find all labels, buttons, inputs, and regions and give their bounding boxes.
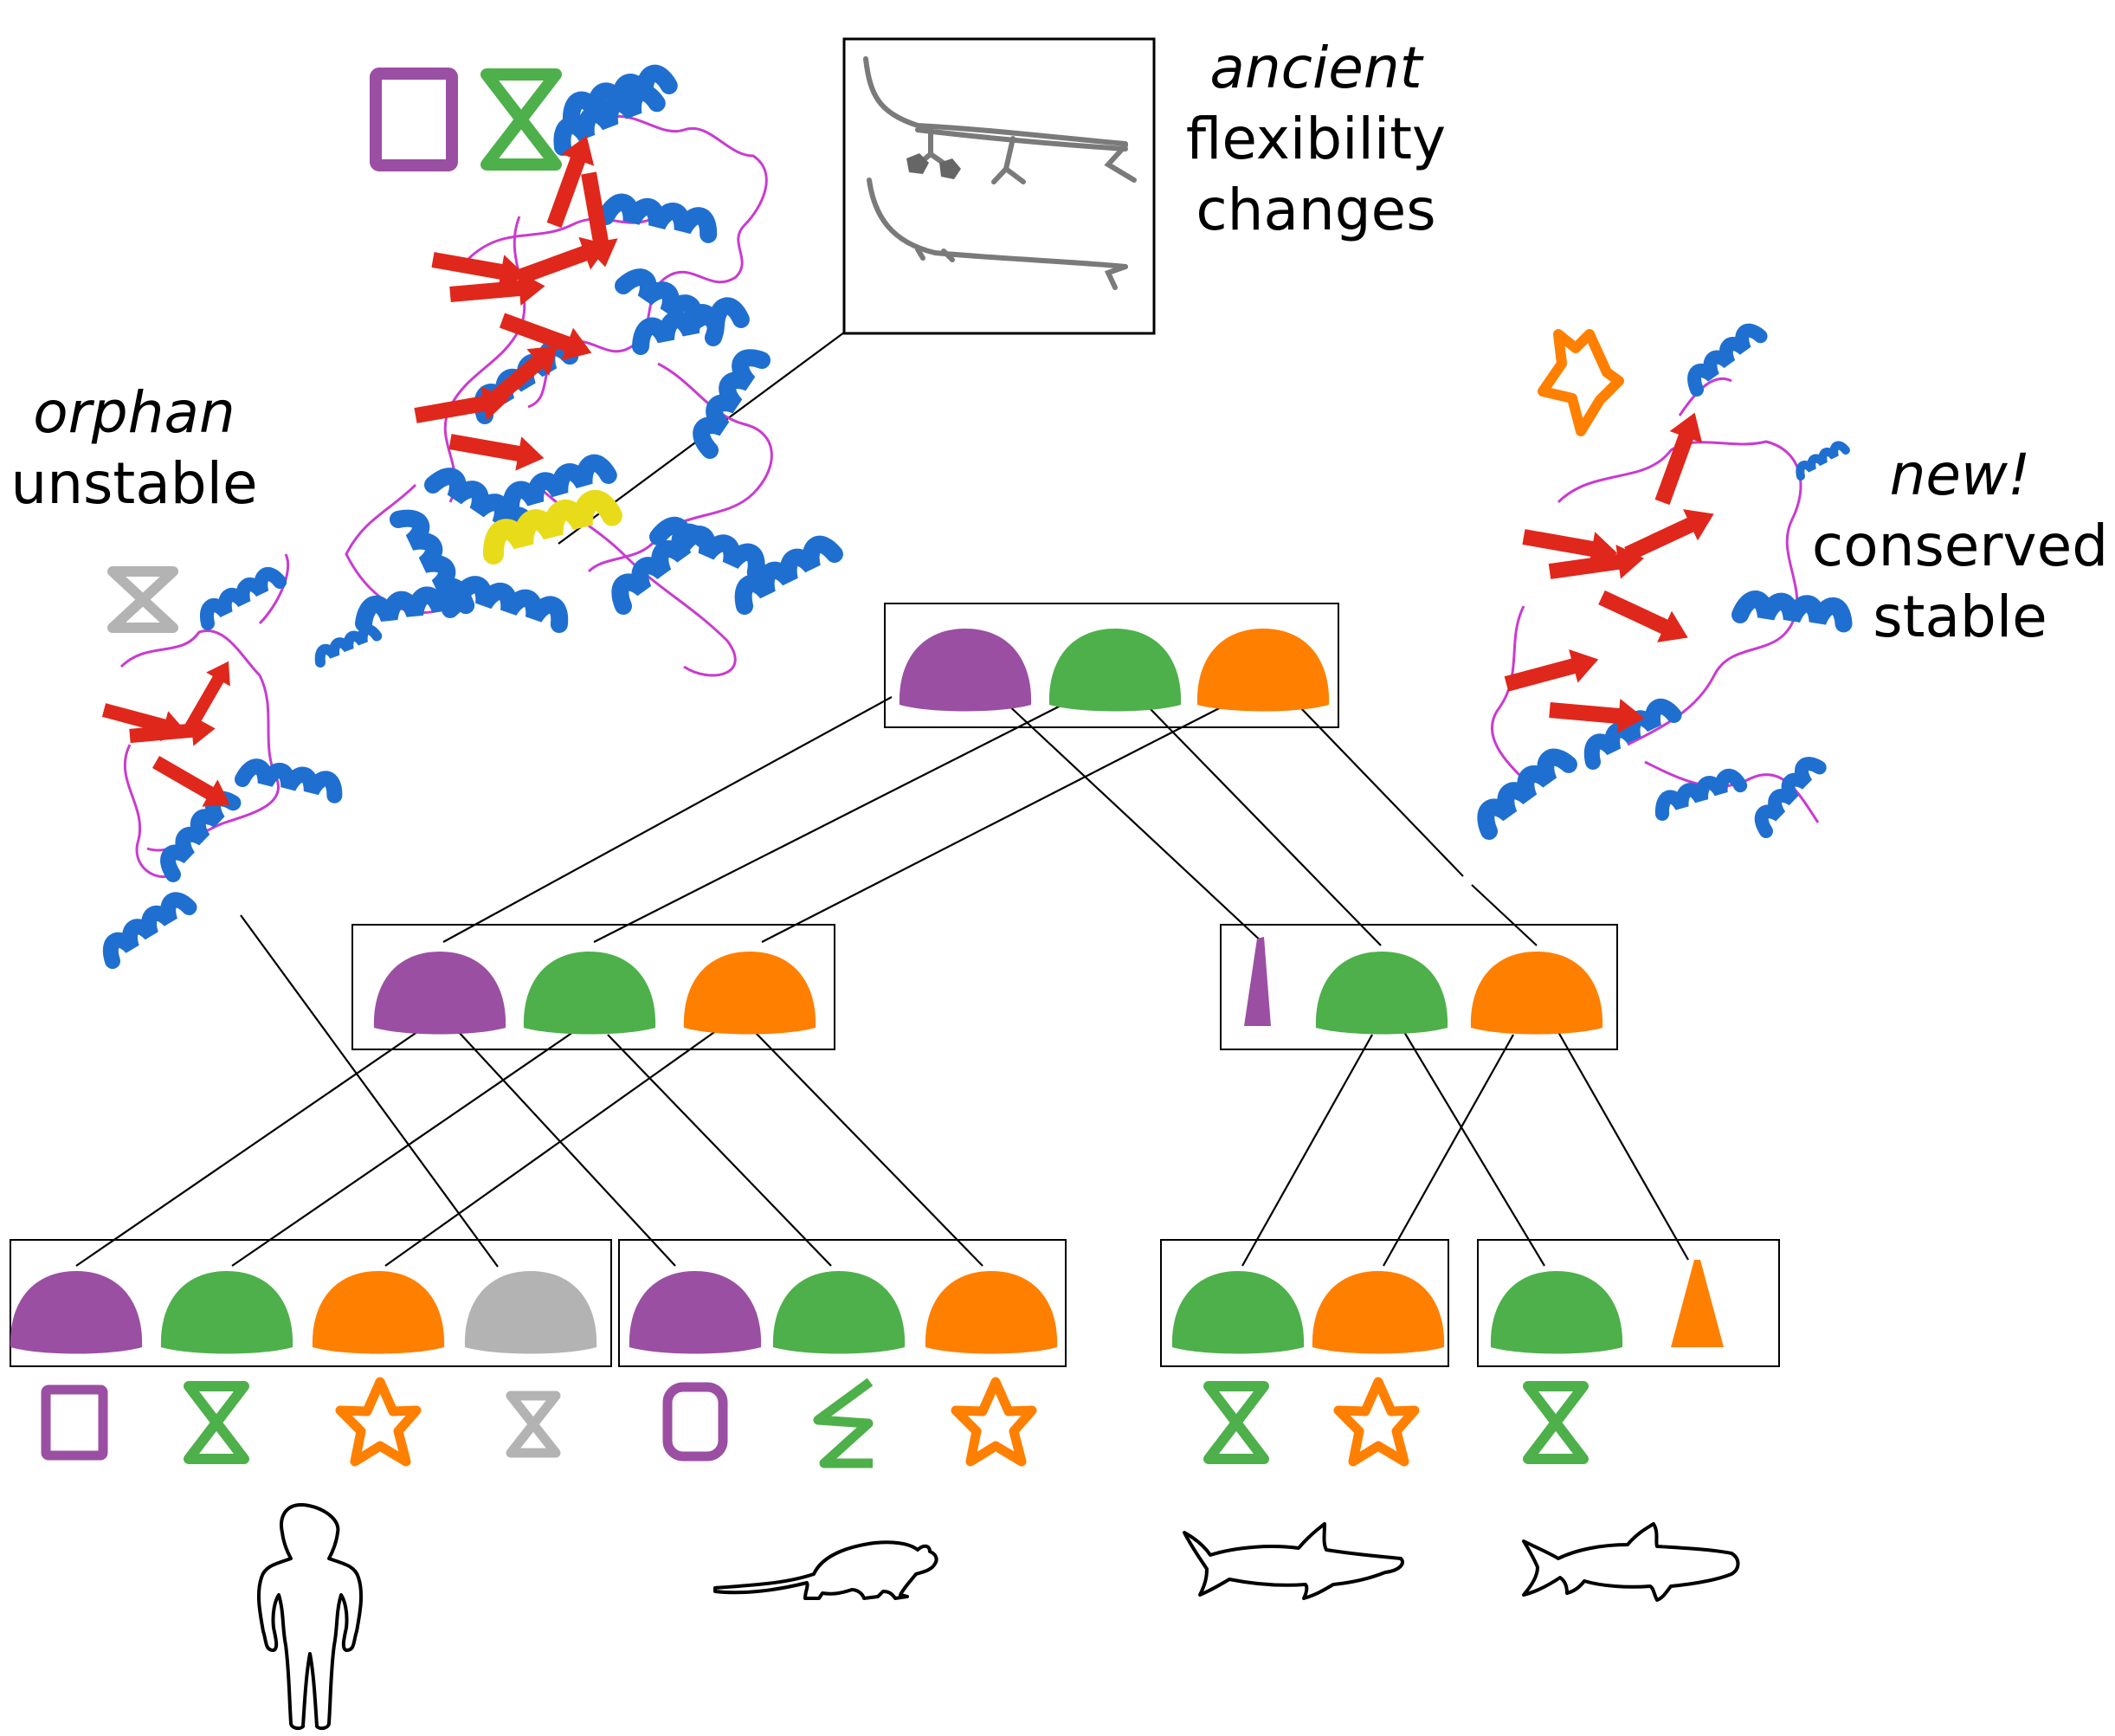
fish-ancestor-node (1220, 924, 1618, 1050)
mouse-gene-set (618, 1239, 1067, 1367)
bony-fish-silhouette-icon (1522, 1522, 1740, 1602)
new-protein-structure (1478, 326, 1845, 831)
human-gene-set (10, 1239, 612, 1367)
root-purple-gene (899, 629, 1032, 712)
human-purple-gene (10, 1271, 143, 1354)
bony-fish-orange-triangle-gene (1671, 1260, 1724, 1347)
mouse-silhouette-icon (713, 1540, 938, 1600)
mouse-purple-gene (629, 1271, 762, 1354)
root-gene-node (884, 603, 1339, 728)
ancient-label-line3: changes (1196, 177, 1436, 243)
root-green-gene (1048, 629, 1182, 712)
ancient-square-ligand-icon (370, 68, 458, 171)
orphan-gray-hourglass-ligand-icon (107, 566, 178, 633)
new-label: new! conserved stable (1805, 440, 2115, 653)
shark-orange-gene (1312, 1271, 1445, 1354)
mammal-orange-gene (683, 952, 816, 1035)
ligand-pentagon-icon (939, 158, 961, 179)
orphan-label-italic: orphan (33, 379, 235, 446)
bony-fish-hourglass-ligand-icon (1528, 1386, 1583, 1459)
human-gray-orphan-gene (464, 1271, 597, 1354)
orphan-label-line2: unstable (10, 450, 258, 517)
human-star-ligand-icon (340, 1382, 416, 1462)
tree-branch-lines (75, 332, 1689, 1268)
ancient-hourglass-ligand-icon (480, 68, 562, 171)
root-orange-gene (1196, 629, 1330, 712)
human-green-gene (160, 1271, 293, 1354)
mouse-green-gene (772, 1271, 906, 1354)
bony-fish-green-gene (1490, 1271, 1623, 1354)
ancient-label: ancient flexibility changes (1160, 33, 1472, 246)
flexibility-inset (842, 37, 1156, 335)
ligand-icons-row (41, 1378, 1583, 1468)
new-label-italic: new! (1889, 442, 2031, 508)
ancient-label-line2: flexibility (1185, 106, 1447, 172)
orphan-protein-structure (100, 553, 377, 961)
shark-gene-set (1160, 1239, 1449, 1367)
ancient-protein-structure (345, 70, 835, 677)
mouse-bent-hourglass-ligand-icon (813, 1378, 874, 1468)
fish-purple-triangle-gene (1244, 937, 1271, 1026)
mouse-star-ligand-icon (956, 1382, 1032, 1462)
human-hourglass-ligand-icon (189, 1386, 244, 1459)
ancient-label-italic: ancient (1209, 35, 1422, 101)
fish-orange-gene (1470, 952, 1603, 1035)
mammal-green-gene (523, 952, 656, 1035)
human-gray-hourglass-ligand-icon (506, 1391, 561, 1458)
new-star-ligand-icon (1538, 329, 1624, 436)
bony-fish-gene-set (1477, 1239, 1780, 1367)
human-silhouette-icon (256, 1503, 364, 1731)
mammal-ancestor-node (351, 924, 835, 1050)
mammal-purple-gene (373, 952, 506, 1035)
human-orange-gene (312, 1271, 445, 1354)
shark-hourglass-ligand-icon (1209, 1386, 1264, 1459)
ligand-pentagon-icon (906, 153, 929, 174)
human-square-ligand-icon (41, 1384, 108, 1461)
new-label-line3: stable (1873, 584, 2047, 650)
shark-green-gene (1171, 1271, 1305, 1354)
mouse-rounded-square-ligand-icon (662, 1382, 728, 1462)
shark-star-ligand-icon (1338, 1382, 1415, 1462)
mouse-orange-gene (925, 1271, 1058, 1354)
new-label-line2: conserved (1811, 513, 2109, 579)
shark-silhouette-icon (1183, 1522, 1404, 1600)
protein-beta-sheets (412, 129, 622, 475)
fish-green-gene (1315, 952, 1448, 1035)
orphan-label: orphan unstable (0, 378, 268, 520)
